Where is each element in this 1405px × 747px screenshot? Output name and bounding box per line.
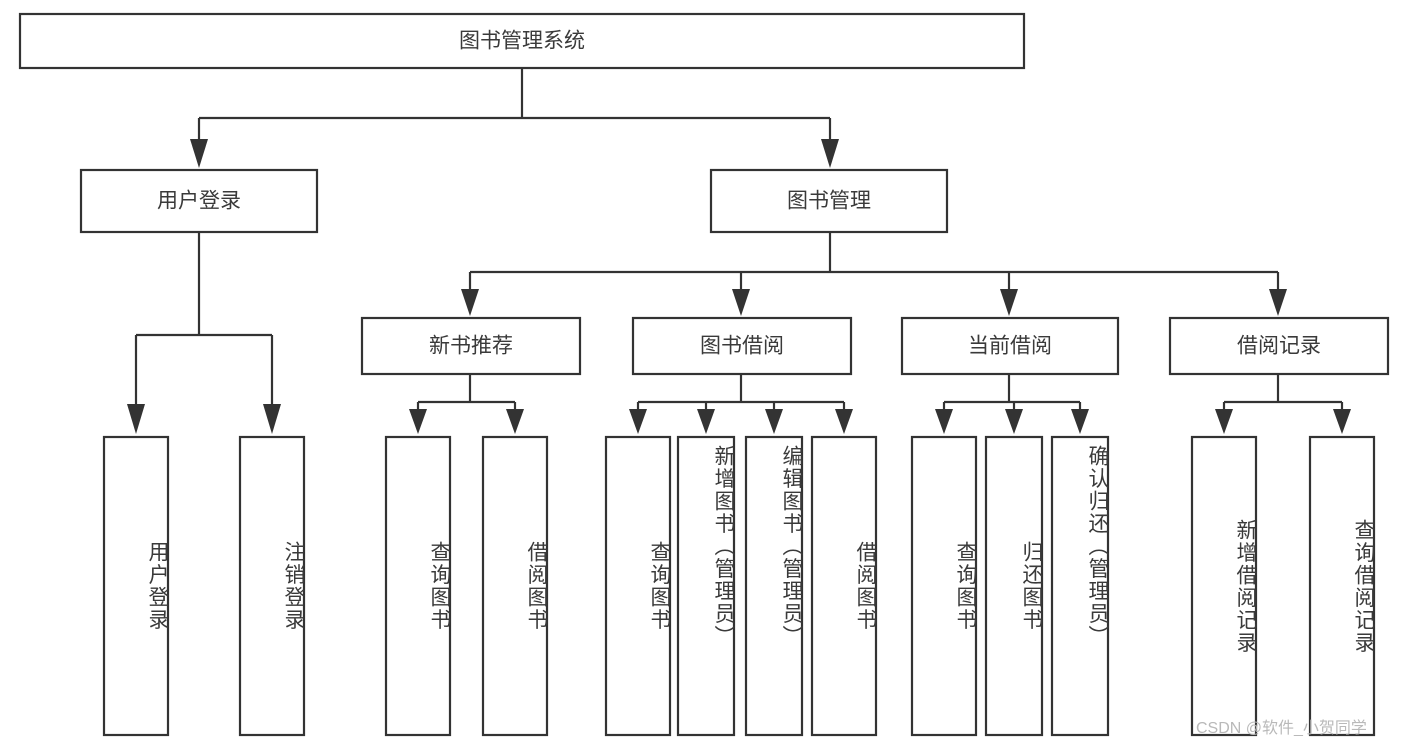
arrow-head-leaf-add-borrow-record xyxy=(1215,409,1233,434)
node-box-leaf-query-book-current[interactable] xyxy=(910,435,978,737)
node-box-book-borrow[interactable] xyxy=(631,316,853,376)
arrow-head-leaf-query-book-borrow xyxy=(629,409,647,434)
connector-group-book-borrow xyxy=(629,374,853,434)
node-boxes-layer xyxy=(18,12,1390,737)
arrow-head-book-management xyxy=(821,139,839,168)
node-box-user-login[interactable] xyxy=(79,168,319,234)
node-label-user-login: 用户登录 xyxy=(157,190,241,213)
node-box-current-borrow[interactable] xyxy=(900,316,1120,376)
node-box-new-book-recommend[interactable] xyxy=(360,316,582,376)
connector-group-root xyxy=(190,68,839,168)
connector-group-user-login xyxy=(127,232,281,434)
node-label-book-management: 图书管理 xyxy=(787,190,871,213)
node-box-leaf-add-borrow-record[interactable] xyxy=(1190,435,1258,737)
arrow-head-leaf-query-book-recommend xyxy=(409,409,427,434)
node-box-leaf-user-login[interactable] xyxy=(102,435,170,737)
arrow-head-new-book-recommend xyxy=(461,289,479,316)
node-box-borrow-record[interactable] xyxy=(1168,316,1390,376)
node-label-borrow-record: 借阅记录 xyxy=(1237,335,1321,358)
node-box-leaf-add-book-admin[interactable] xyxy=(676,435,736,737)
node-label-root: 图书管理系统 xyxy=(459,30,585,53)
arrow-head-user-login xyxy=(190,139,208,168)
node-box-leaf-query-book-borrow[interactable] xyxy=(604,435,672,737)
arrow-head-leaf-user-login xyxy=(127,404,145,434)
node-box-leaf-confirm-return-admin[interactable] xyxy=(1050,435,1110,737)
node-box-root[interactable] xyxy=(18,12,1026,70)
node-box-leaf-query-borrow-record[interactable] xyxy=(1308,435,1376,737)
arrow-head-leaf-logout-login xyxy=(263,404,281,434)
connector-group-current-borrow xyxy=(935,374,1089,434)
csdn-watermark: CSDN @软件_小贺同学 xyxy=(1196,720,1367,737)
connector-group-new-book-recommend xyxy=(409,374,524,434)
arrow-head-leaf-query-borrow-record xyxy=(1333,409,1351,434)
arrow-head-borrow-record xyxy=(1269,289,1287,316)
arrow-head-current-borrow xyxy=(1000,289,1018,316)
node-label-new-book-recommend: 新书推荐 xyxy=(429,335,513,358)
arrow-head-leaf-borrow-book xyxy=(835,409,853,434)
connector-group-book-management xyxy=(461,232,1287,316)
connector-group-borrow-record xyxy=(1215,374,1351,434)
node-box-leaf-return-book[interactable] xyxy=(984,435,1044,737)
node-box-book-management[interactable] xyxy=(709,168,949,234)
node-box-leaf-logout-login[interactable] xyxy=(238,435,306,737)
arrow-head-leaf-return-book xyxy=(1005,409,1023,434)
node-label-current-borrow: 当前借阅 xyxy=(968,335,1052,358)
node-label-book-borrow: 图书借阅 xyxy=(700,335,784,358)
arrow-head-leaf-edit-book-admin xyxy=(765,409,783,434)
arrow-head-leaf-confirm-return-admin xyxy=(1071,409,1089,434)
arrow-head-leaf-add-book-admin xyxy=(697,409,715,434)
arrow-head-book-borrow xyxy=(732,289,750,316)
node-box-leaf-edit-book-admin[interactable] xyxy=(744,435,804,737)
node-box-leaf-borrow-book-recommend[interactable] xyxy=(481,435,549,737)
node-box-leaf-query-book-recommend[interactable] xyxy=(384,435,452,737)
node-box-leaf-borrow-book[interactable] xyxy=(810,435,878,737)
arrow-head-leaf-borrow-book-recommend xyxy=(506,409,524,434)
arrow-head-leaf-query-book-current xyxy=(935,409,953,434)
